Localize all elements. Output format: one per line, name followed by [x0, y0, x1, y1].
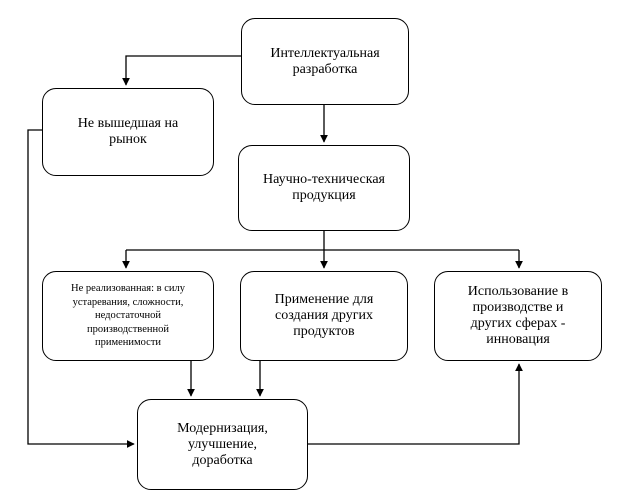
node-not-realized-label: Не реализованная: в силу устаревания, сл… — [71, 283, 185, 349]
edge-modernization-to-usage — [308, 363, 523, 445]
node-not-on-market-label: Не вышедшая на рынок — [77, 116, 179, 147]
node-usage-innovation: Использование в производстве и других сф… — [434, 271, 602, 361]
node-application-for-other-products: Применение для создания других продуктов — [240, 271, 408, 361]
node-not-on-market: Не вышедшая на рынок — [42, 88, 214, 176]
edge-not-on-market-to-modernization — [27, 129, 135, 448]
node-modernization: Модернизация, улучшение, доработка — [137, 399, 308, 490]
node-usage-innovation-label: Использование в производстве и других сф… — [467, 284, 569, 347]
node-intellectual-development: Интеллектуальная разработка — [241, 18, 409, 105]
node-scientific-technical-products: Научно-техническая продукция — [238, 145, 410, 231]
node-application-for-other-products-label: Применение для создания других продуктов — [274, 292, 374, 339]
edge-intellectual-to-not-on-market — [122, 55, 241, 86]
node-not-realized: Не реализованная: в силу устаревания, сл… — [42, 271, 214, 361]
node-scientific-technical-products-label: Научно-техническая продукция — [262, 172, 385, 203]
node-intellectual-development-label: Интеллектуальная разработка — [270, 45, 380, 77]
node-modernization-label: Модернизация, улучшение, доработка — [177, 420, 268, 468]
